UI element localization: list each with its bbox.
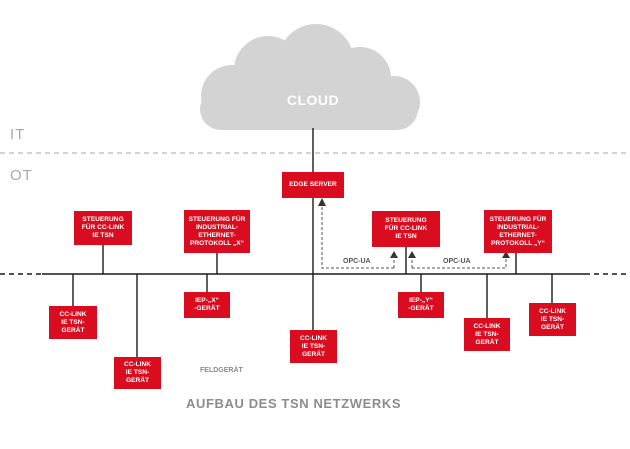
- opc-ua-label-1: OPC-UA: [343, 258, 371, 265]
- zone-label-ot: OT: [10, 167, 33, 184]
- arrow-up-icon: [390, 251, 398, 258]
- arrow-up-icon: [408, 251, 416, 258]
- device-cc-link-2-box: CC-LINK IE TSN- GERÄT: [114, 357, 161, 389]
- device-cc-link-1-box: CC-LINK IE TSN- GERÄT: [49, 306, 97, 339]
- device-iep-y-box: IEP-„Y“ -GERÄT: [398, 292, 444, 318]
- edge-server-box: EDGE SERVER: [282, 172, 344, 198]
- controller-cc-link-box: STEUERUNG FÜR CC-LINK IE TSN: [74, 211, 132, 245]
- cloud-label: CLOUD: [286, 92, 340, 108]
- opc-ua-connection-1: [321, 203, 394, 269]
- device-cc-link-4-box: CC-LINK IE TSN- GERÄT: [464, 318, 510, 351]
- diagram-title: AUFBAU DES TSN NETZWERKS: [186, 396, 402, 411]
- device-cc-link-5-box: CC-LINK IE TSN- GERÄT: [529, 303, 576, 336]
- arrow-up-icon: [318, 198, 326, 206]
- controller-industrial-x-box: STEUERUNG FÜR INDUSTRIAL- ETHERNET- PROT…: [184, 210, 250, 253]
- arrow-up-icon: [502, 251, 510, 258]
- field-device-label: FELDGERÄT: [200, 367, 243, 374]
- controller-industrial-y-box: STEUERUNG FÜR INDUSTRIAL- ETHERNET- PROT…: [484, 210, 552, 253]
- opc-ua-label-2: OPC-UA: [443, 258, 471, 265]
- device-cc-link-3-box: CC-LINK IE TSN- GERÄT: [290, 330, 337, 363]
- controller-cc-link-2-box: STEUERUNG FÜR CC-LINK IE TSN: [372, 211, 440, 247]
- zone-label-it: IT: [10, 126, 26, 143]
- device-iep-x-box: IEP-„X“ -GERÄT: [184, 292, 230, 318]
- cloud-icon: [200, 24, 420, 130]
